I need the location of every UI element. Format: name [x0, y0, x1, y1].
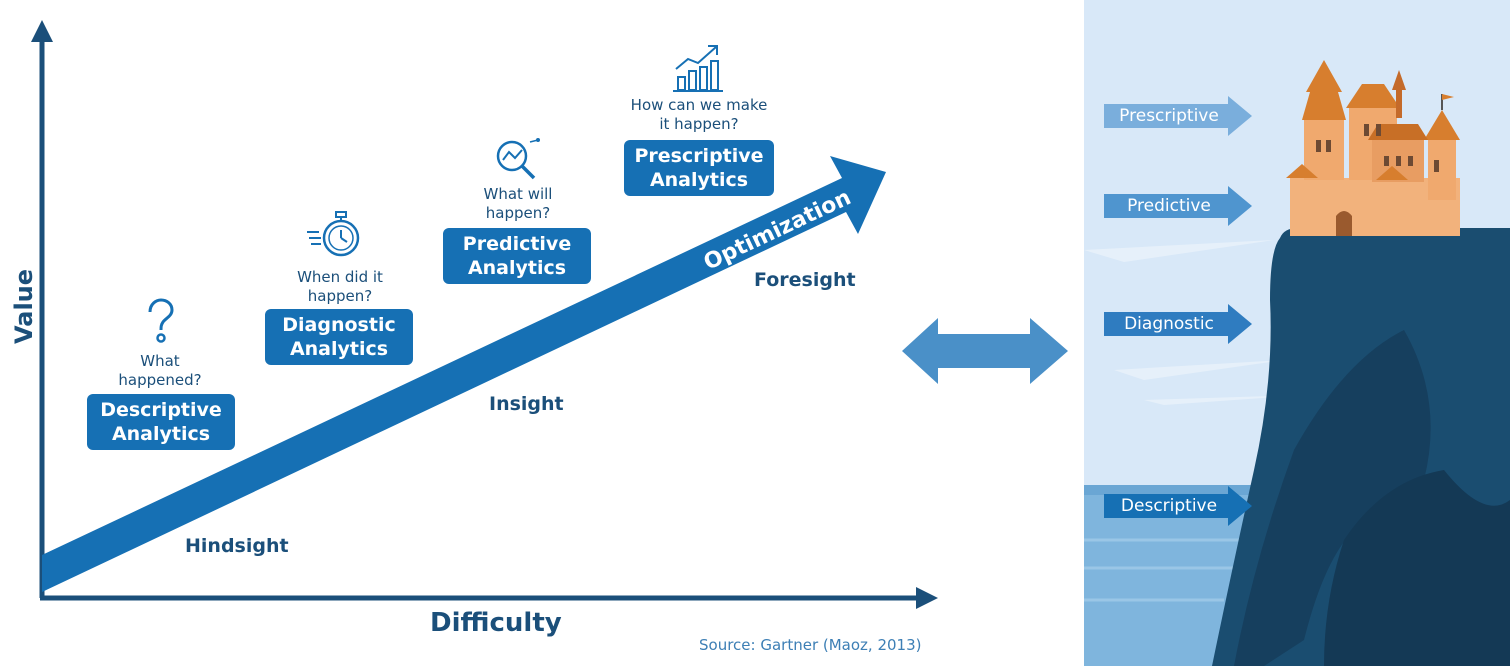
- double-arrow-icon: [902, 318, 1068, 384]
- question-mark-icon: [148, 298, 174, 343]
- stage-title-line: Analytics: [649, 169, 749, 191]
- stage-title-line: Analytics: [467, 257, 567, 279]
- level-arrow-descriptive: [1104, 486, 1252, 526]
- question-line: What: [140, 352, 180, 370]
- question-line: What will: [483, 185, 553, 203]
- y-axis-title: Value: [10, 268, 38, 344]
- stage-title-line: Analytics: [289, 338, 389, 360]
- question-line: When did it: [297, 268, 383, 286]
- x-axis-title: Difficulty: [430, 608, 562, 638]
- level-arrow-predictive: [1104, 186, 1252, 226]
- stage-box-prescriptive: Prescriptive Analytics: [624, 140, 774, 196]
- bar-chart-growth-icon: [673, 45, 723, 92]
- question-line: How can we make: [630, 96, 768, 114]
- stage-title-line: Diagnostic: [282, 314, 396, 336]
- cliff-label-predictive: Predictive: [1127, 196, 1211, 216]
- phase-foresight: Foresight: [754, 269, 856, 291]
- stage-title-line: Prescriptive: [634, 145, 764, 167]
- y-axis-arrowhead: [31, 20, 53, 42]
- stage-title-line: Descriptive: [100, 399, 222, 421]
- cliff-label-diagnostic: Diagnostic: [1124, 314, 1214, 334]
- stage-box-predictive: Predictive Analytics: [443, 228, 591, 284]
- stage-question-descriptive: What happened?: [100, 352, 220, 390]
- source-caption: Source: Gartner (Maoz, 2013): [699, 636, 922, 654]
- stage-box-diagnostic: Diagnostic Analytics: [265, 309, 413, 365]
- question-line: happen?: [307, 287, 373, 305]
- question-line: happen?: [485, 204, 551, 222]
- stage-box-descriptive: Descriptive Analytics: [87, 394, 235, 450]
- magnifier-chart-icon: [496, 138, 540, 180]
- stage-question-diagnostic: When did it happen?: [280, 268, 400, 306]
- growth-arrow: [42, 156, 886, 592]
- phase-hindsight: Hindsight: [185, 535, 289, 557]
- diagram-canvas: [31, 20, 938, 609]
- stage-question-prescriptive: How can we make it happen?: [618, 96, 780, 134]
- cliff-label-descriptive: Descriptive: [1120, 496, 1218, 516]
- x-axis-arrowhead: [916, 587, 938, 609]
- stopwatch-icon: [307, 211, 360, 257]
- phase-insight: Insight: [489, 393, 564, 415]
- stage-title-line: Analytics: [111, 423, 211, 445]
- cliff-illustration: [1084, 0, 1510, 666]
- question-line: it happen?: [659, 115, 739, 133]
- question-line: happened?: [118, 371, 202, 389]
- cliff-label-prescriptive: Prescriptive: [1119, 106, 1219, 126]
- level-arrow-prescriptive: [1104, 96, 1252, 136]
- castle-icon: [1286, 60, 1460, 236]
- stage-question-predictive: What will happen?: [458, 185, 578, 223]
- stage-title-line: Predictive: [462, 233, 572, 255]
- level-arrow-diagnostic: [1104, 304, 1252, 344]
